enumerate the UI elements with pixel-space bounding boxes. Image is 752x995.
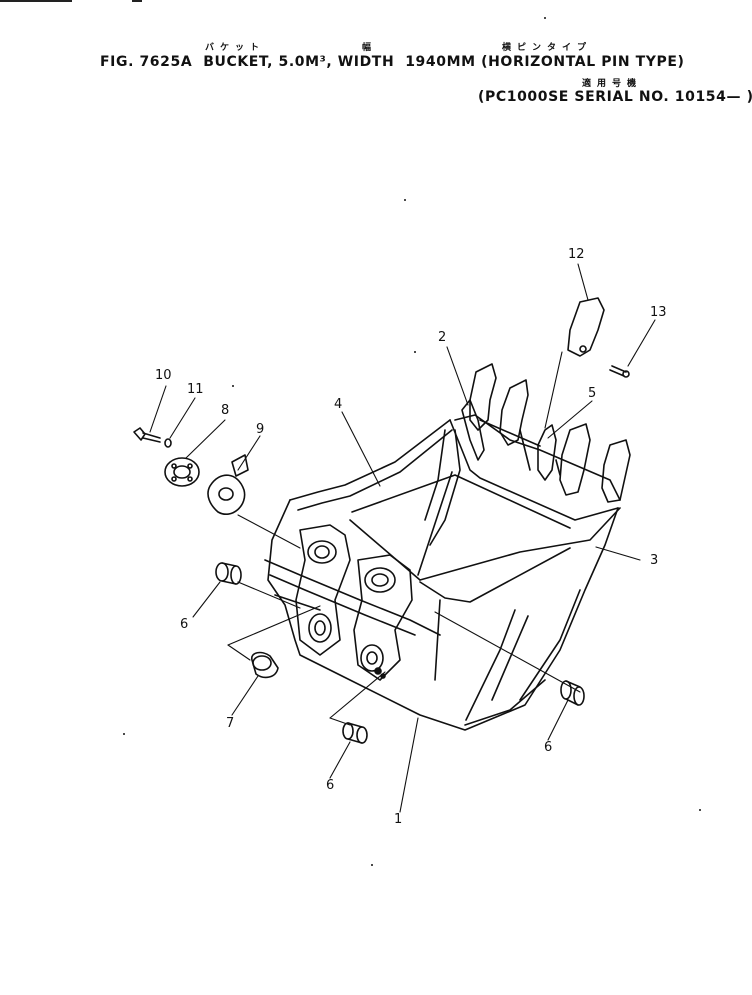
retainer-plate [164,457,200,487]
side-cutter [424,399,485,546]
pivot-pin [251,651,279,679]
callout-2: 2 [438,330,447,345]
callout-6-right: 6 [544,740,553,755]
washer [164,438,172,448]
bucket-body [264,414,621,731]
callout-5: 5 [588,386,597,401]
callout-12: 12 [568,247,585,262]
top-edge-mark-left [0,0,72,2]
kana-pin-type: 横ピンタイプ [502,43,593,53]
serial-line: (PC1000SE SERIAL NO. 10154— ) [478,89,752,105]
bushing-bottom [342,722,368,744]
bolt [133,427,161,443]
callout-10: 10 [155,368,172,383]
callout-3: 3 [650,553,659,568]
callout-8: 8 [221,403,230,418]
figure-title: FIG. 7625A BUCKET, 5.0M³, WIDTH 1940MM (… [100,54,685,70]
kana-bucket: バケット [205,43,266,53]
tooth-pin [609,365,630,378]
assembly-lines [227,351,581,726]
bushing-right [560,680,585,706]
kana-applicable: 適用号機 [582,79,643,89]
specks [123,17,701,866]
callout-6-left: 6 [180,617,189,632]
kana-width: 幅 [362,43,378,53]
leader-lines [149,263,656,813]
hinge-brackets [295,524,413,681]
callout-6-bottom: 6 [326,778,335,793]
top-edge-mark-right [132,0,142,2]
callout-7: 7 [226,716,235,731]
bucket-teeth [469,363,631,503]
callout-1: 1 [394,812,403,827]
tooth-exploded [567,297,605,357]
callout-4: 4 [334,397,343,412]
callout-11: 11 [187,382,204,397]
bushing-left [215,562,242,585]
callout-13: 13 [650,305,667,320]
shim [207,454,249,515]
callout-9: 9 [256,422,265,437]
